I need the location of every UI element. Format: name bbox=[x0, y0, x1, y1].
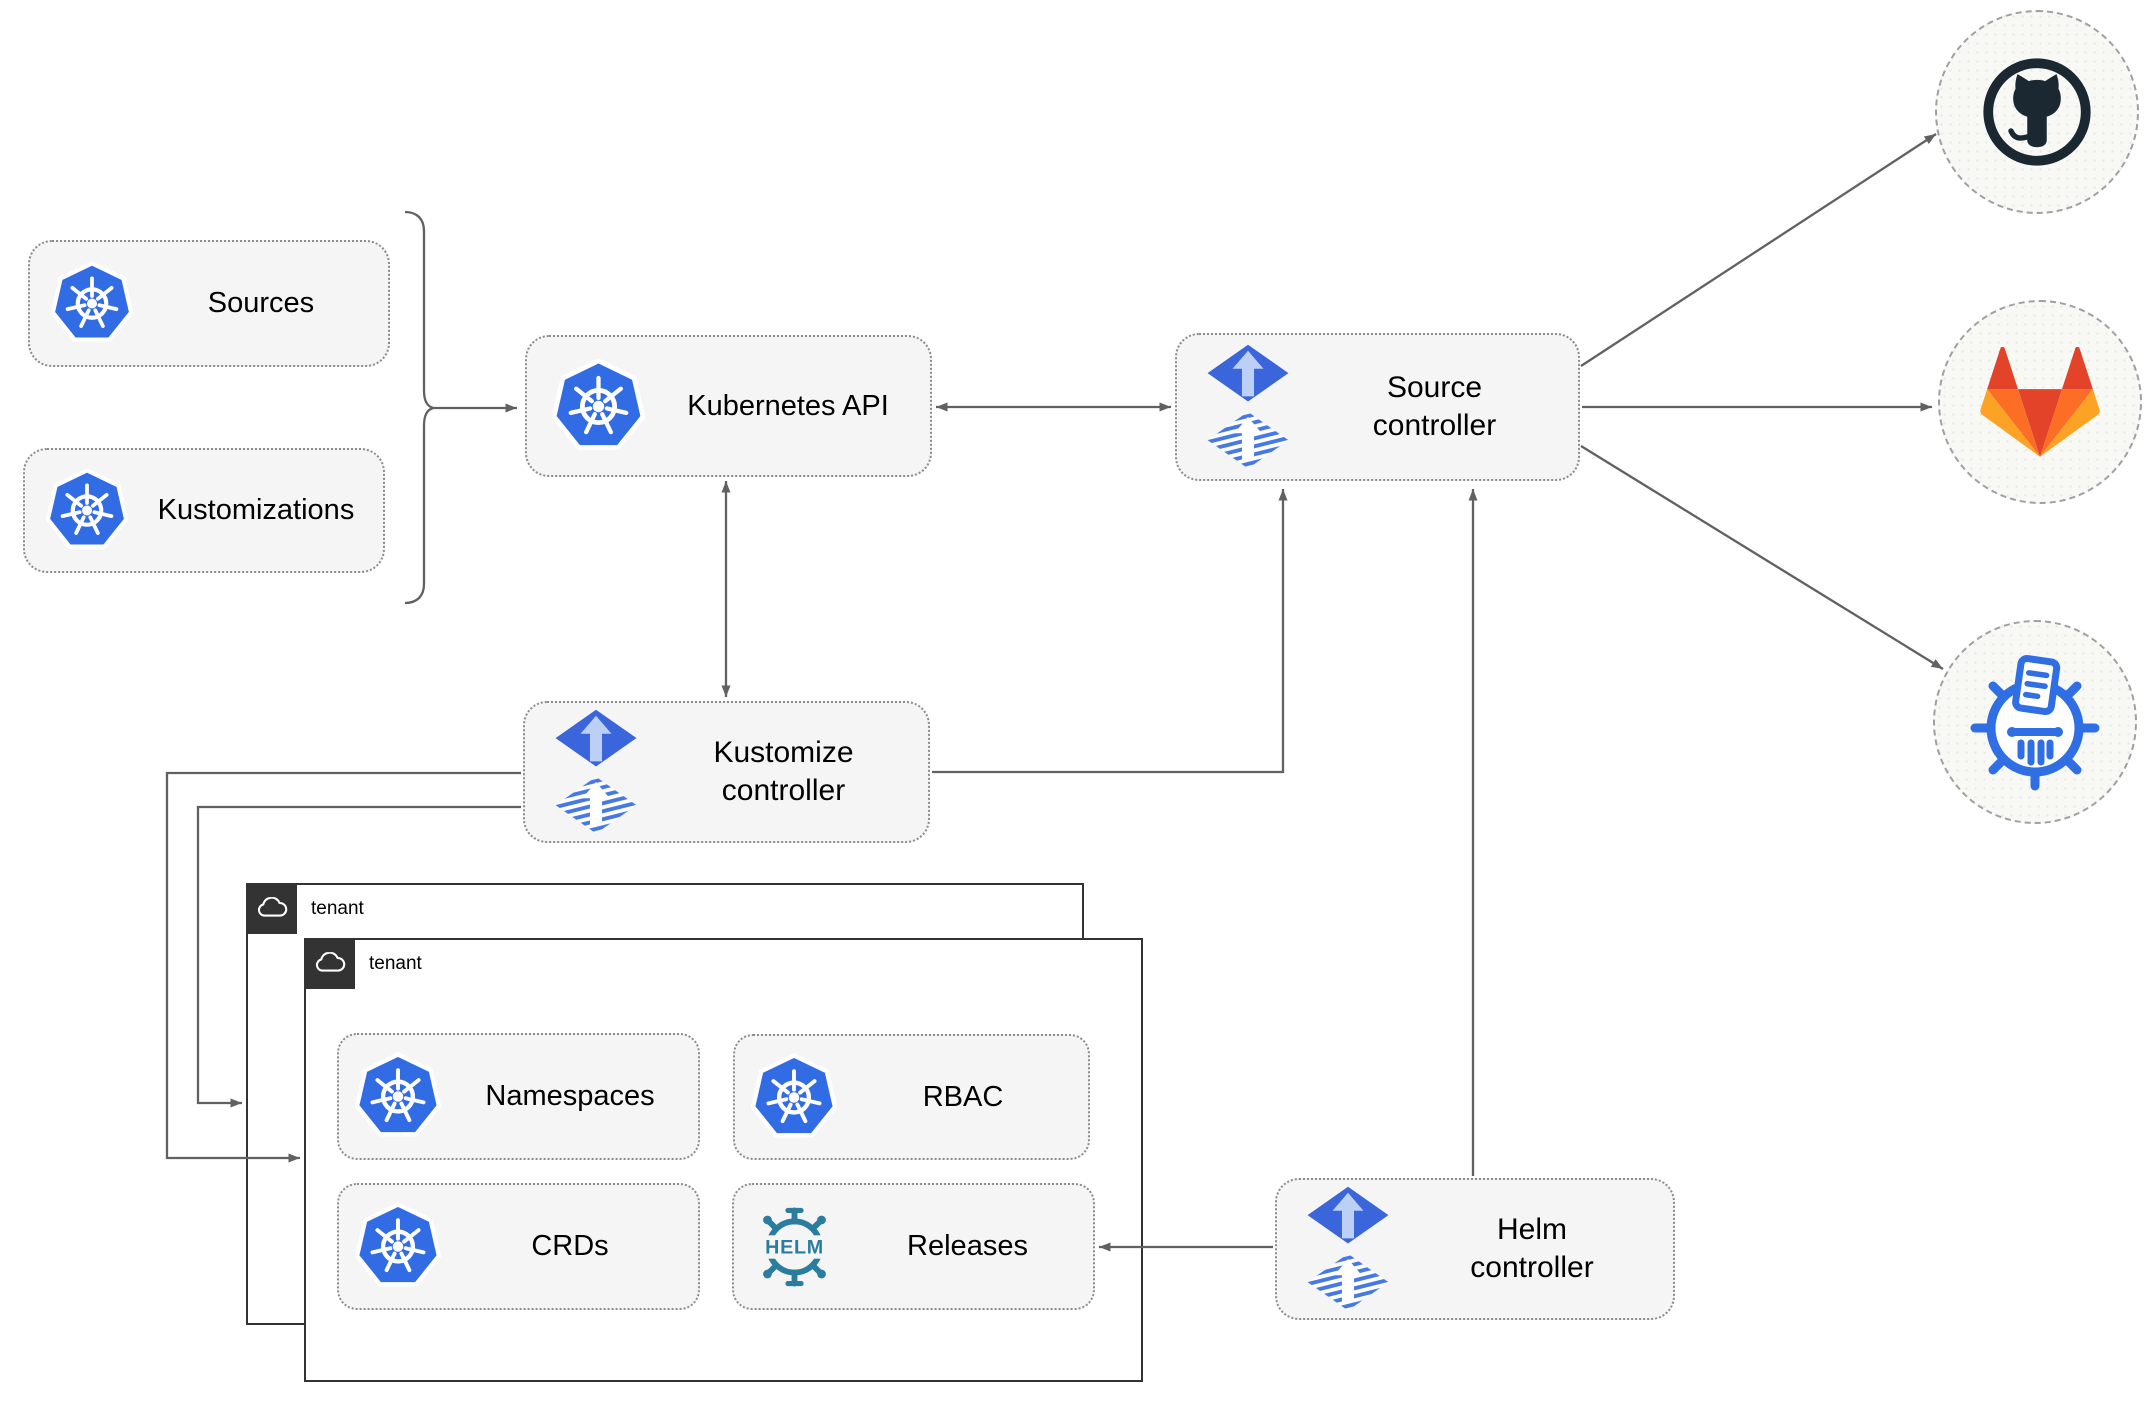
crds-label: CRDs bbox=[531, 1230, 609, 1262]
tenant-box-inner: tenant bbox=[304, 938, 1143, 1382]
rbac-node: RBAC bbox=[733, 1034, 1090, 1160]
kubernetes-api-label: Kubernetes API bbox=[687, 389, 889, 422]
harbor-pillar bbox=[2007, 727, 2063, 766]
tenant-label: tenant bbox=[311, 898, 364, 919]
kubernetes-icon bbox=[354, 1051, 442, 1142]
gitlab-logo bbox=[1980, 347, 2100, 457]
kubernetes-api-node: Kubernetes API bbox=[525, 335, 932, 477]
helm-controller-node: Helm controller bbox=[1275, 1178, 1675, 1320]
edge-kustomize-to-source-controller bbox=[932, 489, 1288, 774]
cloud-icon bbox=[255, 897, 289, 920]
tenant-label: tenant bbox=[369, 953, 422, 974]
kubernetes-icon bbox=[750, 1052, 838, 1143]
releases-node: HELM Releases bbox=[732, 1183, 1095, 1310]
flux-icon bbox=[1305, 1185, 1391, 1314]
kustomize-controller-node: Kustomize controller bbox=[523, 701, 930, 843]
sources-node: Sources bbox=[28, 240, 390, 367]
sources-label: Sources bbox=[207, 287, 315, 319]
edge-source-controller-to-harbor bbox=[1580, 445, 1944, 670]
namespaces-label: Namespaces bbox=[485, 1080, 655, 1112]
kubernetes-icon bbox=[45, 467, 129, 554]
helm-wordmark: HELM bbox=[765, 1236, 824, 1258]
flux-icon bbox=[1205, 343, 1291, 472]
source-controller-label: Source controller bbox=[1372, 371, 1497, 442]
namespaces-node: Namespaces bbox=[337, 1033, 700, 1160]
gitlab-target bbox=[1938, 300, 2142, 504]
kubernetes-icon bbox=[551, 357, 646, 456]
github-target bbox=[1935, 10, 2139, 214]
harbor-logo bbox=[1970, 655, 2100, 791]
crds-node: CRDs bbox=[337, 1183, 700, 1310]
bracket-crds bbox=[404, 210, 437, 605]
kubernetes-icon bbox=[354, 1201, 442, 1292]
cloud-icon bbox=[313, 952, 347, 975]
kustomizations-label: Kustomizations bbox=[157, 494, 355, 526]
github-logo bbox=[1983, 58, 2091, 166]
flux-icon bbox=[553, 708, 639, 837]
kustomize-controller-label: Kustomize controller bbox=[713, 736, 854, 807]
tenant-tab-inner bbox=[304, 938, 355, 989]
harbor-target bbox=[1933, 620, 2137, 824]
helm-logo: HELM bbox=[747, 1207, 842, 1286]
rbac-label: RBAC bbox=[922, 1080, 1004, 1113]
releases-label: Releases bbox=[907, 1230, 1028, 1262]
source-controller-node: Source controller bbox=[1175, 333, 1580, 481]
tenant-tab-outer bbox=[246, 883, 297, 934]
kustomizations-node: Kustomizations bbox=[23, 448, 385, 573]
harbor-document bbox=[2012, 655, 2061, 715]
kubernetes-icon bbox=[50, 260, 134, 347]
edge-source-controller-to-github bbox=[1580, 133, 1937, 367]
helm-controller-label: Helm controller bbox=[1470, 1213, 1594, 1284]
